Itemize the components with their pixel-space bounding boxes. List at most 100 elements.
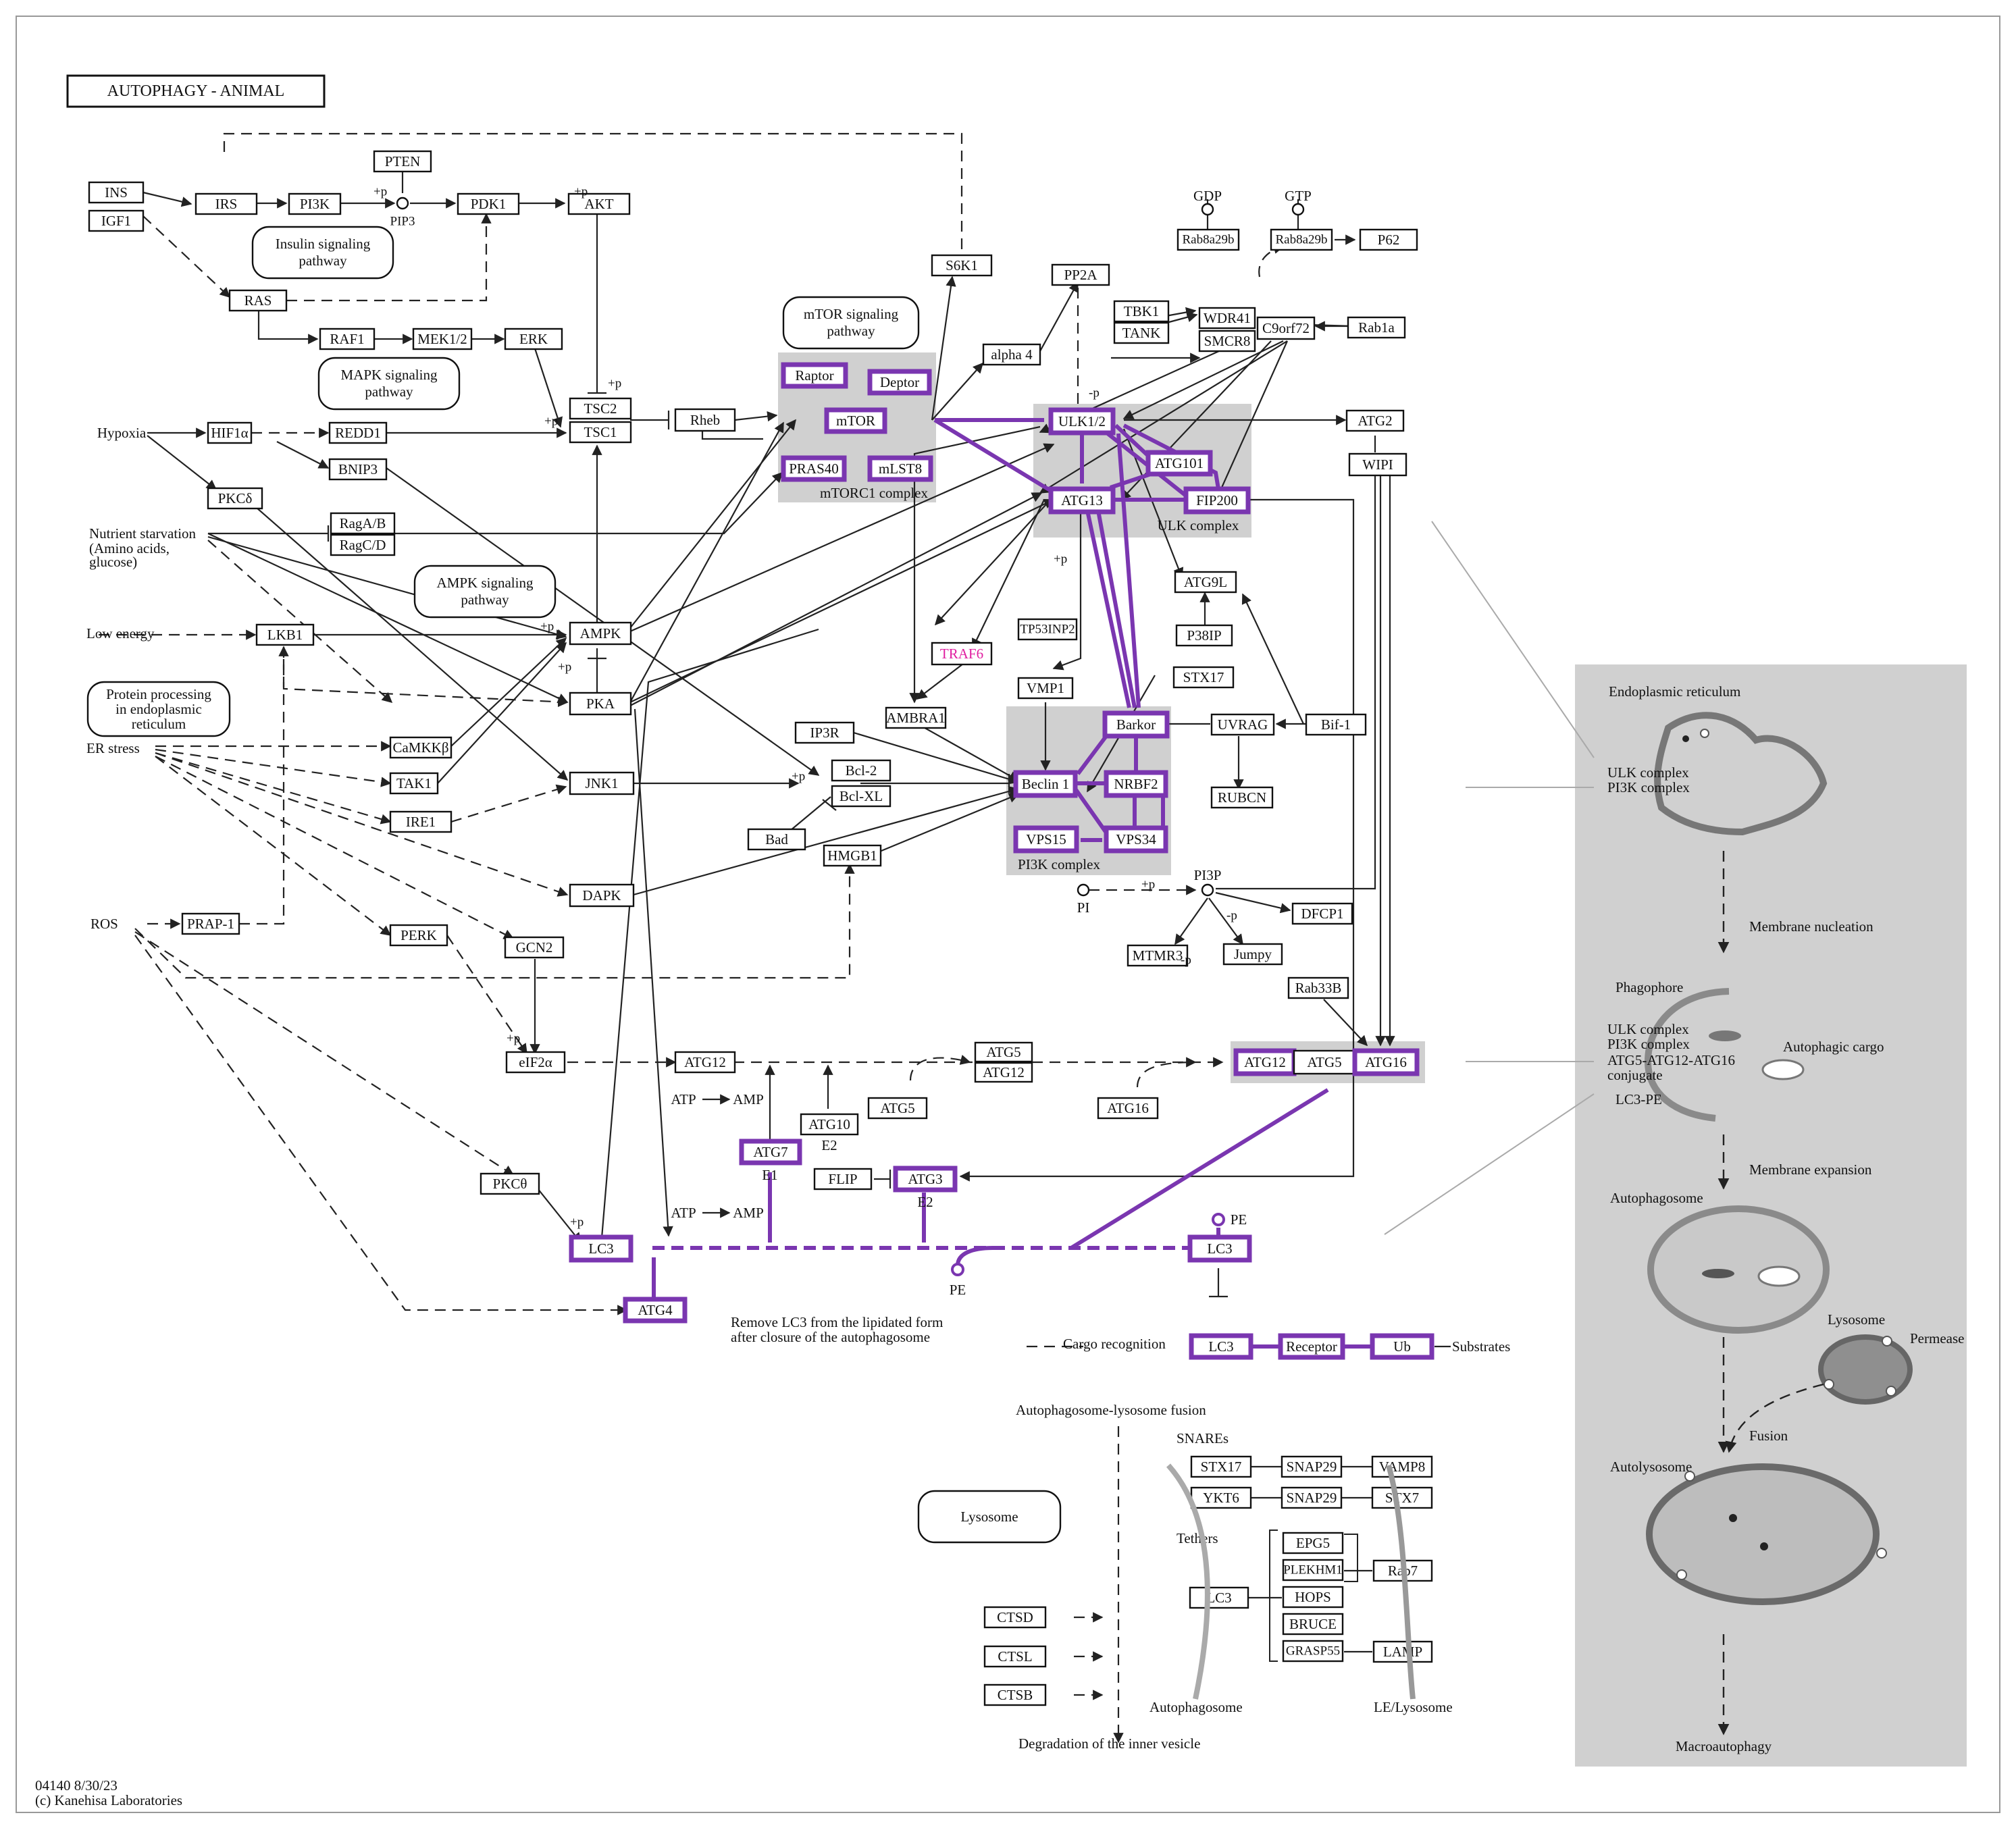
node-tsc2[interactable]: TSC2 [569,397,632,420]
node-c9orf72[interactable]: C9orf72 [1256,316,1316,340]
node-mlst8[interactable]: mLST8 [867,455,933,482]
node-raga[interactable]: RagA/B [330,512,396,535]
node-grasp55[interactable]: GRASP55 [1282,1640,1344,1663]
node-tank[interactable]: TANK [1113,321,1170,344]
node-ctsd[interactable]: CTSD [983,1606,1047,1629]
node-pkcd[interactable]: PKCδ [207,487,263,510]
node-rab33b[interactable]: Rab33B [1287,976,1349,999]
link-er-pathway[interactable]: Protein processing in endoplasmic reticu… [86,681,231,737]
node-vamp8[interactable]: VAMP8 [1371,1455,1433,1478]
node-deptor[interactable]: Deptor [867,369,932,396]
node-ire1[interactable]: IRE1 [389,810,453,833]
node-hif1a[interactable]: HIF1α [207,421,253,444]
node-rubcn[interactable]: RUBCN [1210,786,1274,809]
link-mapk-pathway[interactable]: MAPK signaling pathway [317,357,461,411]
node-ins[interactable]: INS [88,181,145,204]
compound-pi[interactable] [1077,883,1090,897]
node-tp53inp2[interactable]: TP53INP2 [1017,618,1078,641]
node-barkor[interactable]: Barkor [1102,710,1170,739]
compound-gtp[interactable] [1291,203,1305,216]
node-atg12a[interactable]: ATG12 [674,1051,736,1074]
node-atg9l[interactable]: ATG9L [1174,571,1237,594]
node-p62[interactable]: P62 [1359,228,1418,251]
node-atg7[interactable]: ATG7 [739,1139,802,1166]
node-mtor[interactable]: mTOR [824,407,887,434]
node-atg101[interactable]: ATG101 [1145,450,1213,477]
node-mtmr3[interactable]: MTMR3 [1127,944,1189,967]
node-prap1[interactable]: PRAP-1 [181,912,240,935]
node-rheb[interactable]: Rheb [674,408,736,432]
node-stx17b[interactable]: STX17 [1190,1455,1252,1478]
node-lc3c[interactable]: LC3 [1189,1333,1253,1360]
node-vmp1[interactable]: VMP1 [1017,677,1074,700]
node-vps34[interactable]: VPS34 [1104,825,1168,854]
node-tbk1[interactable]: TBK1 [1113,300,1170,323]
node-jumpy[interactable]: Jumpy [1222,943,1283,966]
node-jnk1[interactable]: JNK1 [569,771,635,795]
node-lc3a[interactable]: LC3 [569,1234,634,1263]
node-atg13[interactable]: ATG13 [1048,486,1116,515]
node-atg4[interactable]: ATG4 [623,1297,688,1324]
node-beclin1[interactable]: Beclin 1 [1013,770,1078,798]
node-gcn2[interactable]: GCN2 [504,936,565,959]
compound-pe1[interactable] [951,1263,964,1276]
node-rab8a-1[interactable]: Rab8a29b [1177,228,1240,251]
node-pdk1[interactable]: PDK1 [457,192,520,215]
node-lc3b[interactable]: LC3 [1187,1234,1252,1263]
node-wdr41[interactable]: WDR41 [1198,307,1256,330]
node-ctsb[interactable]: CTSB [983,1683,1047,1706]
node-igf1[interactable]: IGF1 [88,209,145,232]
node-lamp[interactable]: LAMP [1372,1640,1433,1663]
node-vps15[interactable]: VPS15 [1013,825,1079,854]
node-receptor[interactable]: Receptor [1278,1333,1345,1360]
node-atg12c[interactable]: ATG12 [1233,1048,1297,1076]
node-alpha4[interactable]: alpha 4 [982,343,1041,366]
node-flip[interactable]: FLIP [813,1168,873,1191]
node-atg16c[interactable]: ATG16 [1352,1048,1420,1076]
node-rab8a-2[interactable]: Rab8a29b [1270,228,1333,251]
node-snap29a[interactable]: SNAP29 [1281,1455,1343,1478]
node-ykt6[interactable]: YKT6 [1190,1486,1252,1509]
node-perk[interactable]: PERK [389,924,448,947]
node-camkkb[interactable]: CaMKKβ [389,736,453,759]
node-pras40[interactable]: PRAS40 [781,455,847,482]
node-ulk12[interactable]: ULK1/2 [1048,407,1116,436]
node-plekhm1[interactable]: PLEKHM1 [1282,1559,1344,1581]
node-traf6[interactable]: TRAF6 [931,642,993,666]
node-bad[interactable]: Bad [747,828,806,851]
link-ampk-pathway[interactable]: AMPK signaling pathway [413,565,557,619]
node-wipi[interactable]: WIPI [1348,452,1407,477]
node-stx17a[interactable]: STX17 [1172,666,1235,689]
node-dapk[interactable]: DAPK [569,883,635,908]
node-nrbf2[interactable]: NRBF2 [1104,770,1168,798]
link-mtor-pathway[interactable]: mTOR signaling pathway [782,296,920,350]
node-tsc1[interactable]: TSC1 [569,421,632,444]
compound-pe2[interactable] [1212,1213,1225,1226]
node-p38ip[interactable]: P38IP [1175,624,1233,647]
link-insulin-pathway[interactable]: Insulin signaling pathway [251,226,394,280]
compound-pip3[interactable] [396,197,409,210]
node-rab1a[interactable]: Rab1a [1347,316,1406,339]
node-ambra1[interactable]: AMBRA1 [885,706,947,729]
compound-gdp[interactable] [1201,203,1214,216]
node-ras[interactable]: RAS [228,289,288,312]
node-akt[interactable]: AKT [567,192,631,215]
node-irs[interactable]: IRS [195,192,258,215]
node-atg10[interactable]: ATG10 [800,1113,859,1136]
node-snap29b[interactable]: SNAP29 [1281,1486,1343,1509]
compound-pi3p[interactable] [1201,883,1214,897]
node-pi3k[interactable]: PI3K [288,192,342,215]
node-raptor[interactable]: Raptor [781,362,848,389]
node-ampk[interactable]: AMPK [569,621,632,646]
node-hops[interactable]: HOPS [1282,1586,1344,1609]
node-atg5c[interactable]: ATG5 [1293,1049,1356,1075]
node-bruce[interactable]: BRUCE [1282,1613,1344,1636]
node-mek12[interactable]: MEK1/2 [412,328,473,350]
node-pp2a[interactable]: PP2A [1051,263,1110,286]
node-stx7[interactable]: STX7 [1371,1486,1433,1509]
node-fip200[interactable]: FIP200 [1183,486,1251,515]
node-bnip3[interactable]: BNIP3 [328,458,388,481]
node-pkcq[interactable]: PKCθ [480,1172,540,1195]
node-atg3[interactable]: ATG3 [893,1166,958,1193]
node-atg2[interactable]: ATG2 [1345,409,1405,432]
